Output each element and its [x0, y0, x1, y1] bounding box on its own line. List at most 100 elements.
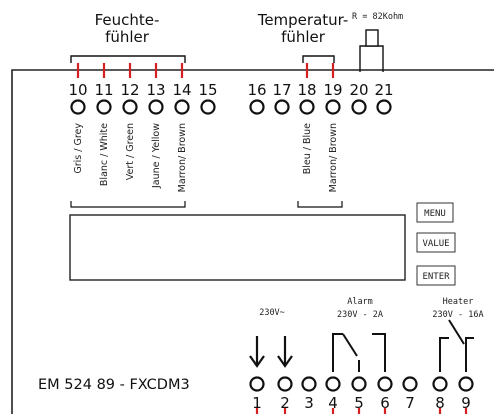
humidity-sensor-bracket	[70, 55, 186, 63]
terminal-7: 7	[402, 376, 418, 412]
terminal-5: 5	[351, 376, 367, 414]
resistor-note: R = 82Kohm	[352, 12, 403, 22]
enter-button[interactable]: ENTER	[416, 265, 456, 286]
terminal-number: 17	[272, 81, 291, 99]
terminal-number: 8	[435, 394, 445, 412]
terminal-screw	[299, 99, 315, 115]
humidity-sensor-label-1: Feuchte-	[95, 11, 160, 29]
enter-button-label: ENTER	[422, 272, 450, 282]
terminal-screw	[325, 376, 341, 392]
terminal-number: 16	[247, 81, 266, 99]
wire-color-labels: Gris / Grey Blanc / White Vert / Green Jaun…	[73, 123, 339, 193]
terminal-screw	[200, 99, 216, 115]
value-button[interactable]: VALUE	[416, 232, 456, 253]
terminal-screw	[96, 99, 112, 115]
heater-rating: 230V - 16A	[432, 310, 483, 320]
terminal-20: 20	[349, 81, 369, 115]
terminal-number: 13	[146, 81, 165, 99]
terminal-screw	[249, 99, 265, 115]
temperature-sensor-label-2: fühler	[281, 28, 326, 46]
wire-color-label: Marron/ Brown	[177, 123, 188, 192]
alarm-title: Alarm	[347, 297, 373, 307]
terminal-number: 18	[297, 81, 316, 99]
power-arrow-2	[277, 336, 293, 368]
terminal-number: 4	[328, 394, 338, 412]
terminal-screw	[325, 99, 341, 115]
humidity-sensor-label-2: fühler	[105, 28, 150, 46]
terminal-number: 12	[120, 81, 139, 99]
temperature-wire-brace	[297, 201, 343, 208]
display-window	[69, 214, 406, 281]
terminal-1: 1	[249, 376, 265, 414]
terminal-number: 10	[68, 81, 87, 99]
wire-color-label: Jaune / Yellow	[151, 123, 162, 189]
terminal-number: 15	[198, 81, 217, 99]
terminal-screw	[458, 376, 474, 392]
terminal-number: 5	[354, 394, 364, 412]
terminal-number: 14	[172, 81, 191, 99]
terminal-15: 15	[198, 81, 218, 115]
resistor-symbol	[359, 29, 384, 72]
terminal-2: 2	[277, 376, 293, 414]
power-label: 230V~	[259, 308, 285, 318]
terminal-screw	[351, 376, 367, 392]
terminal-8: 8	[432, 376, 448, 414]
wire-color-label: Marron/ Brown	[328, 123, 339, 192]
terminal-number: 7	[405, 394, 415, 412]
terminal-number: 2	[280, 394, 290, 412]
terminal-14: 14	[172, 63, 192, 115]
terminal-number: 11	[94, 81, 113, 99]
terminal-13: 13	[146, 63, 166, 115]
terminal-21: 21	[374, 81, 394, 115]
terminal-10: 10	[68, 63, 88, 115]
terminal-screw	[402, 376, 418, 392]
temperature-sensor-bracket	[302, 55, 335, 63]
terminal-screw	[274, 99, 290, 115]
wire-color-label: Vert / Green	[125, 123, 136, 180]
terminal-screw	[174, 99, 190, 115]
terminal-number: 6	[380, 394, 390, 412]
terminal-screw	[249, 376, 265, 392]
terminal-number: 20	[349, 81, 368, 99]
heater-relay-contact	[439, 319, 474, 372]
terminal-11: 11	[94, 63, 114, 115]
terminal-number: 1	[252, 394, 262, 412]
terminal-6: 6	[377, 376, 393, 414]
terminal-3: 3	[301, 376, 317, 412]
wire-color-label: Gris / Grey	[73, 123, 84, 174]
terminal-screw	[351, 99, 367, 115]
alarm-rating: 230V - 2A	[337, 310, 383, 320]
menu-button[interactable]: MENU	[416, 202, 454, 223]
top-terminal-strip: 10 11 12 13 14 15 16 17 18 19 20 21	[68, 63, 394, 115]
terminal-9: 9	[458, 376, 474, 414]
terminal-16: 16	[247, 81, 267, 115]
terminal-screw	[70, 99, 86, 115]
power-arrow-1	[249, 336, 265, 368]
terminal-12: 12	[120, 63, 140, 115]
terminal-screw	[277, 376, 293, 392]
terminal-screw	[432, 376, 448, 392]
terminal-screw	[377, 376, 393, 392]
terminal-number: 9	[461, 394, 471, 412]
alarm-relay-contact	[332, 333, 386, 372]
terminal-screw	[301, 376, 317, 392]
menu-button-label: MENU	[424, 209, 446, 219]
terminal-screw	[148, 99, 164, 115]
humidity-wire-brace	[70, 201, 186, 208]
temperature-sensor-label-1: Temperatur-	[257, 11, 349, 29]
wire-color-label: Bleu / Blue	[302, 123, 313, 174]
value-button-label: VALUE	[422, 239, 449, 249]
terminal-18: 18	[297, 63, 317, 115]
terminal-screw	[376, 99, 392, 115]
terminal-19: 19	[323, 63, 343, 115]
terminal-4: 4	[325, 376, 341, 414]
terminal-number: 19	[323, 81, 342, 99]
wire-color-label: Blanc / White	[99, 123, 110, 186]
model-label: EM 524 89 - FXCDM3	[38, 377, 190, 393]
terminal-number: 21	[374, 81, 393, 99]
terminal-number: 3	[304, 394, 314, 412]
terminal-screw	[122, 99, 138, 115]
heater-title: Heater	[443, 297, 474, 307]
